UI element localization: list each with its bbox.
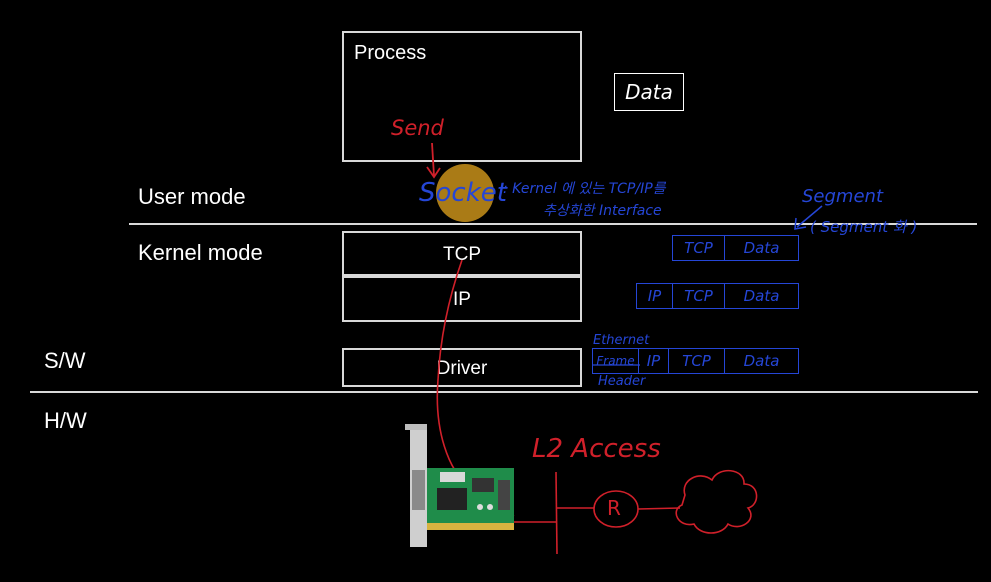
process-label: Process xyxy=(354,42,427,64)
socket-label: Socket xyxy=(419,178,507,208)
send-label: Send xyxy=(391,116,444,140)
hw-label: H/W xyxy=(44,408,87,433)
router-to-cloud-line xyxy=(637,507,681,510)
tcp-label: TCP xyxy=(443,244,481,265)
driver-label: Driver xyxy=(436,358,488,379)
segment-note: ( Segment 화 ) xyxy=(810,218,918,236)
data-annotation-label: Data xyxy=(625,80,673,104)
frame-header: Frame xyxy=(593,349,639,373)
segment-box: TCP Data xyxy=(672,235,799,261)
send-arrow-head xyxy=(426,166,441,179)
socket-highlight xyxy=(436,164,494,222)
user-mode-label: User mode xyxy=(138,184,246,209)
ip-box: IP xyxy=(342,276,582,322)
l2-vertical-line xyxy=(555,471,558,555)
socket-desc-line1: : Kernel 에 있는 TCP/IP를 xyxy=(503,181,666,197)
segment-arrow xyxy=(796,205,823,228)
process-box: Process xyxy=(342,31,582,162)
segment-label: Segment xyxy=(802,186,883,207)
data-annotation-box: Data xyxy=(614,73,684,111)
segment-data: Data xyxy=(743,239,780,257)
socket-desc-line2: 추상화한 Interface xyxy=(543,203,662,219)
frame-ip: IP xyxy=(639,349,669,373)
internet-cloud xyxy=(675,469,758,534)
packet-ip: IP xyxy=(637,284,673,308)
tcp-box: TCP xyxy=(342,231,582,276)
sw-hw-divider xyxy=(30,391,978,393)
router-label: R xyxy=(607,496,621,520)
packet-box: IP TCP Data xyxy=(636,283,799,309)
frame-data: Data xyxy=(743,352,780,370)
segment-arrow-head xyxy=(794,217,807,230)
send-arrow xyxy=(431,142,435,177)
segment-tcp: TCP xyxy=(673,236,725,260)
ip-label: IP xyxy=(453,289,471,310)
header-label: Header xyxy=(598,374,646,389)
driver-box: Driver xyxy=(342,348,582,387)
frame-label: Frame xyxy=(596,354,635,368)
l2-access-label: L2 Access xyxy=(532,434,661,464)
sw-label: S/W xyxy=(44,348,86,373)
frame-box: Frame IP TCP Data xyxy=(592,348,799,374)
packet-tcp: TCP xyxy=(673,284,725,308)
frame-tcp: TCP xyxy=(669,349,725,373)
user-kernel-divider xyxy=(129,223,977,225)
nic-card-image xyxy=(405,424,514,547)
kernel-mode-label: Kernel mode xyxy=(138,240,263,265)
packet-data: Data xyxy=(743,287,780,305)
ethernet-label: Ethernet xyxy=(593,333,650,348)
